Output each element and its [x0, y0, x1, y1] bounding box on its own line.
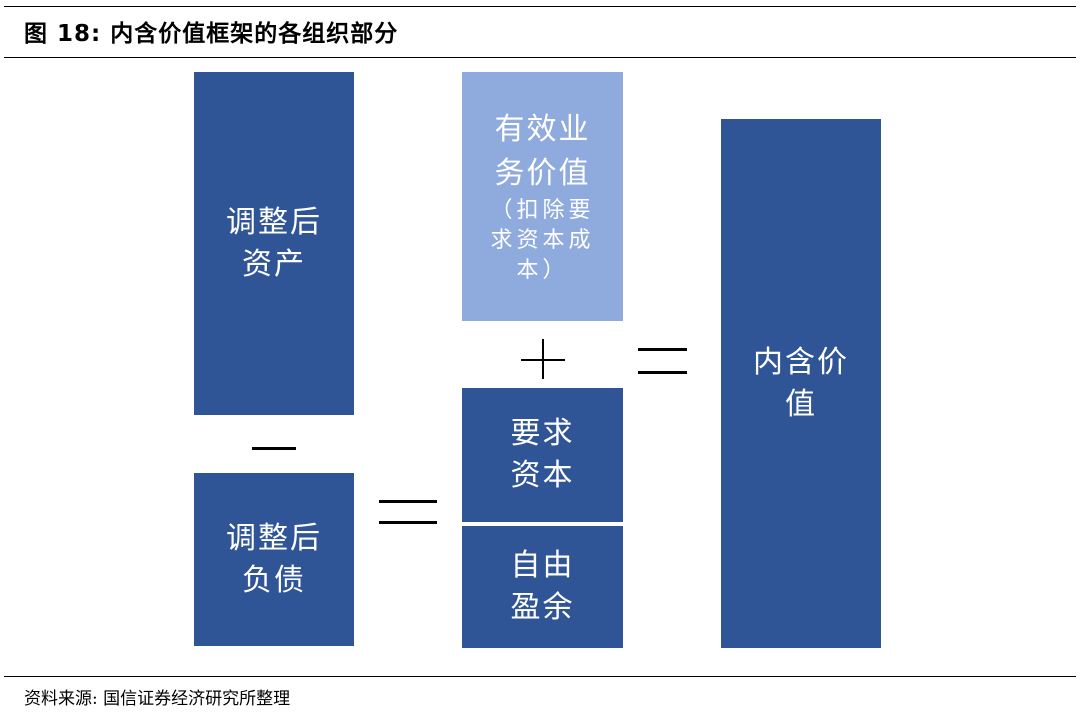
embedded-value-line-2: 值 — [785, 386, 817, 422]
figure-title: 图 18: 内含价值框架的各组织部分 — [24, 21, 399, 47]
free-surplus-line-1: 自由 — [510, 548, 575, 583]
adjusted-liabilities-line-1: 调整后 — [226, 520, 322, 556]
required-capital-box: 要求 资本 — [462, 388, 623, 522]
bottom-rule — [4, 676, 1076, 677]
embedded-value-box: 内含价 值 — [721, 119, 881, 648]
adjusted-assets-box: 调整后 资产 — [194, 72, 354, 415]
top-rule — [4, 6, 1076, 7]
adjusted-assets-line-1: 调整后 — [226, 204, 322, 240]
title-rule — [4, 57, 1076, 58]
embedded-value-line-1: 内含价 — [753, 344, 849, 380]
value-in-force-box: 有效业 务价值 （扣除要 求资本成 本） — [462, 72, 623, 321]
required-capital-line-2: 资本 — [510, 458, 575, 493]
value-in-force-line-1: 有效业 — [494, 111, 591, 147]
adjusted-liabilities-box: 调整后 负债 — [194, 473, 354, 646]
adjusted-assets-line-2: 资产 — [242, 246, 306, 282]
value-in-force-note-2: 求资本成 — [490, 227, 595, 253]
free-surplus-line-2: 盈余 — [510, 590, 575, 625]
required-capital-line-1: 要求 — [510, 416, 575, 451]
value-in-force-note-3: 本） — [516, 257, 569, 283]
source-note: 资料来源: 国信证券经济研究所整理 — [24, 689, 291, 709]
value-in-force-line-2: 务价值 — [494, 155, 591, 191]
free-surplus-box: 自由 盈余 — [462, 526, 623, 648]
minus-sign — [252, 447, 296, 450]
adjusted-liabilities-line-2: 负债 — [242, 562, 306, 598]
value-in-force-note-1: （扣除要 — [490, 197, 595, 223]
